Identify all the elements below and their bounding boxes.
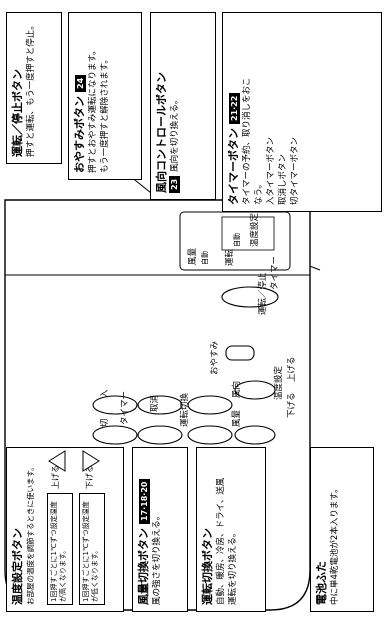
badge-timer: 21·22 xyxy=(228,92,240,124)
display-timer: タイマー xyxy=(270,255,280,290)
title-mode: 運転切換ボタン xyxy=(201,528,214,605)
callout-fan: 風量切換ボタン 17·18·20 風の強さを切り換える。 xyxy=(132,447,188,612)
callout-mode: 運転切換ボタン 自動、暖房、冷房、ドライ、送風 運転を切り換える。 xyxy=(196,447,266,612)
text-timer-4: 取消しボタン xyxy=(278,153,288,205)
button-timer-off[interactable]: 切 xyxy=(100,418,110,427)
text-sleep-1: 押すとおやすみ運転になります。 xyxy=(88,46,98,173)
text-timer-3: 入タイマーボタン xyxy=(266,136,276,205)
text-sleep-2: もう一度押すと解除されます。 xyxy=(100,55,110,173)
text-mode-1: 自動、暖房、冷房、ドライ、送風 xyxy=(216,477,226,605)
text-start-stop: 押すと運転、もう一度押すと停止。 xyxy=(26,21,36,157)
button-sleep[interactable]: おやすみ xyxy=(210,340,220,375)
label-run-stop: 運転／停止 xyxy=(258,272,268,315)
text-timer-2: なう。 xyxy=(254,180,264,205)
callout-sleep: おやすみボタン 24 押すとおやすみ運転になります。 もう一度押すと解除されます。 xyxy=(68,12,142,180)
title-timer: タイマーボタン xyxy=(227,128,240,205)
button-fan[interactable]: 風量 xyxy=(232,409,242,427)
label-timer: タイマー xyxy=(120,390,130,425)
display-temp: 温度設定 xyxy=(250,212,260,247)
title-fan: 風量切換ボタン xyxy=(137,528,150,605)
text-battery: 中に単4乾電池が2本入ります。 xyxy=(330,484,340,605)
text-timer-5: 切タイマーボタン xyxy=(290,136,300,205)
badge-sleep: 24 xyxy=(74,74,86,92)
badge-direction: 23 xyxy=(169,175,180,193)
text-direction: 風向を切り換える。 xyxy=(170,95,180,172)
button-temp-up[interactable]: 上げる xyxy=(287,356,297,382)
title-sleep: おやすみボタン xyxy=(73,96,86,173)
display-mode: 自動 xyxy=(201,251,209,265)
button-temp-down[interactable]: 下げる xyxy=(287,392,297,418)
title-battery: 電池ふた xyxy=(315,561,328,605)
button-cancel[interactable]: 取消 xyxy=(150,394,160,412)
badge-fan: 17·18·20 xyxy=(138,478,150,524)
temp-arrows xyxy=(48,450,100,472)
callout-battery: 電池ふた 中に単4乾電池が2本入ります。 xyxy=(310,447,374,612)
callout-start-stop: 運転／停止ボタン 押すと運転、もう一度押すと停止。 xyxy=(6,12,62,164)
text-mode-2: 運転を切り換える。 xyxy=(228,528,238,605)
button-temp-setting[interactable]: 温度設定 xyxy=(274,365,284,400)
button-mode[interactable]: 運転切換 xyxy=(180,392,190,427)
button-timer-on[interactable]: 入 xyxy=(100,389,110,398)
button-direction[interactable]: 風向 xyxy=(232,380,242,398)
callout-temp: 温度設定ボタン お部屋の温度を調節するときに使います。 1回押すごとに1℃ずつ設… xyxy=(6,447,124,612)
text-fan: 風の強さを切り換える。 xyxy=(152,511,162,605)
callout-timer: タイマーボタン 21·22 タイマーの予約、取り消しをおこ なう。 入タイマーボタ… xyxy=(222,12,382,212)
text-timer-1: タイマーの予約、取り消しをおこ xyxy=(242,77,252,205)
callout-direction: 風向コントロールボタン 23 風向を切り換える。 xyxy=(150,12,216,200)
title-direction: 風向コントロールボタン xyxy=(155,72,168,193)
display-run: 運転 xyxy=(225,248,235,266)
title-start-stop: 運転／停止ボタン xyxy=(11,69,24,157)
display-fan: 風量 xyxy=(188,247,198,265)
display-auto: 自動 xyxy=(233,233,241,247)
